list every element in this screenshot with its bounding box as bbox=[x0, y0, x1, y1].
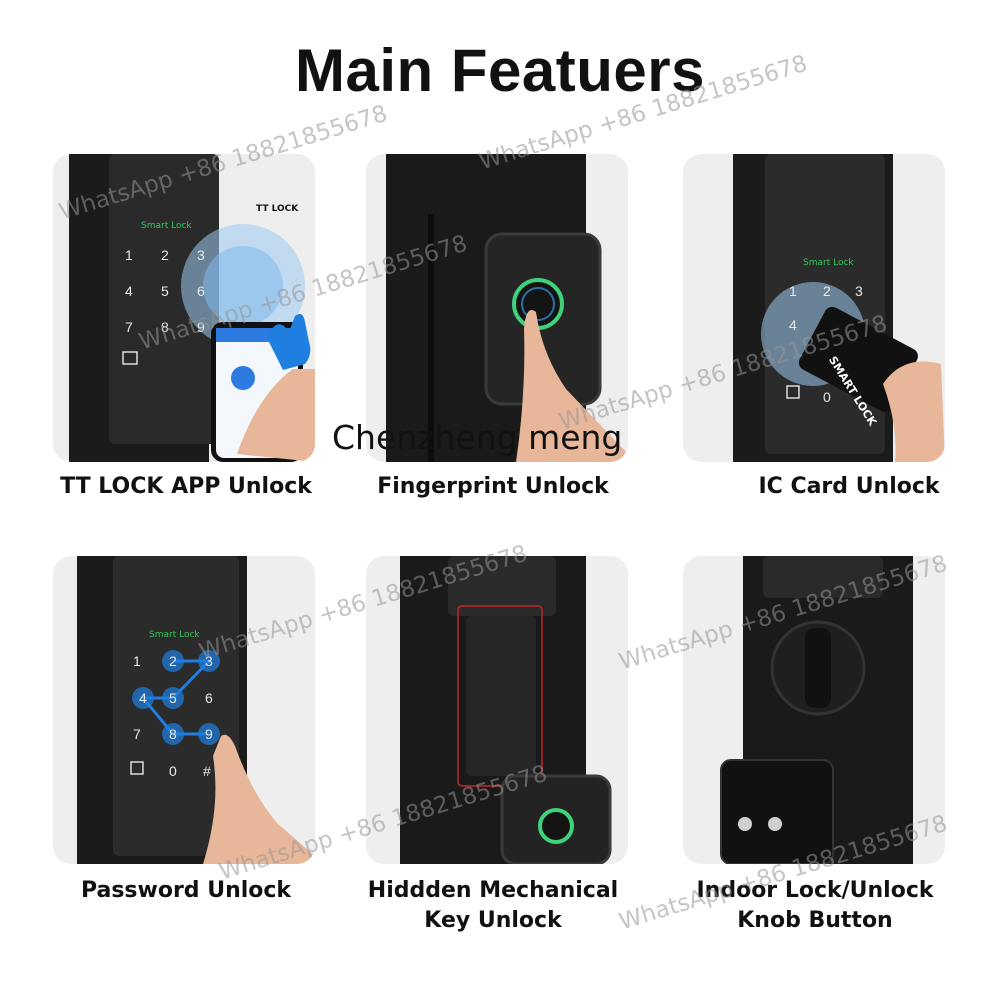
caption-line: Indoor Lock/Unlock bbox=[696, 878, 934, 903]
feature-card-ic-card: 123 45 0 Smart Lock SMART LOCK bbox=[683, 154, 945, 462]
caption-line: Knob Button bbox=[737, 908, 893, 933]
svg-text:1: 1 bbox=[133, 653, 141, 669]
svg-text:9: 9 bbox=[197, 319, 205, 335]
caption-app-unlock: TT LOCK APP Unlock bbox=[60, 474, 312, 499]
svg-text:9: 9 bbox=[205, 726, 213, 742]
caption-ic-card-unlock: IC Card Unlock bbox=[758, 474, 940, 499]
keyhole-icon bbox=[494, 638, 504, 654]
app-unlock-icon bbox=[263, 162, 293, 196]
svg-text:2: 2 bbox=[169, 653, 177, 669]
feature-card-indoor-knob bbox=[683, 556, 945, 864]
svg-text:#: # bbox=[203, 763, 211, 779]
password-illustration: 1 2 3 4 5 6 7 8 9 0 # bbox=[77, 556, 315, 864]
svg-text:8: 8 bbox=[161, 319, 169, 335]
svg-text:5: 5 bbox=[161, 283, 169, 299]
overlay-name-text: Chenzheng meng bbox=[332, 418, 623, 457]
svg-text:4: 4 bbox=[139, 690, 147, 706]
caption-line: Key Unlock bbox=[424, 908, 562, 933]
ic-card-illustration: 123 45 0 bbox=[733, 154, 945, 462]
svg-text:8: 8 bbox=[169, 726, 177, 742]
mechanical-key-illustration bbox=[400, 556, 612, 864]
svg-text:6: 6 bbox=[205, 690, 213, 706]
svg-text:1: 1 bbox=[789, 283, 797, 299]
indoor-knob-illustration bbox=[720, 556, 913, 864]
feature-card-fingerprint bbox=[366, 154, 628, 462]
feature-card-mechanical-key bbox=[366, 556, 628, 864]
fingerprint-icon bbox=[516, 282, 560, 326]
smart-lock-label: Smart Lock bbox=[149, 630, 200, 640]
caption-line: Hiddden Mechanical bbox=[367, 878, 619, 903]
svg-text:0: 0 bbox=[823, 389, 831, 405]
svg-text:2: 2 bbox=[823, 283, 831, 299]
svg-text:0: 0 bbox=[169, 763, 177, 779]
caption-password-unlock: Password Unlock bbox=[80, 878, 292, 903]
svg-text:7: 7 bbox=[125, 319, 133, 335]
smart-lock-label: Smart Lock bbox=[803, 258, 854, 268]
svg-text:6: 6 bbox=[197, 283, 205, 299]
feature-card-password: 1 2 3 4 5 6 7 8 9 0 # Smart Lock bbox=[53, 556, 315, 864]
svg-text:5: 5 bbox=[169, 690, 177, 706]
svg-text:7: 7 bbox=[133, 726, 141, 742]
caption-indoor-knob: Indoor Lock/Unlock Knob Button bbox=[650, 876, 980, 936]
caption-mechanical-key-unlock: Hiddden Mechanical Key Unlock bbox=[328, 876, 658, 936]
svg-text:4: 4 bbox=[789, 317, 797, 333]
feature-card-app: 1 2 3 4 5 6 7 8 9 TT LOCK Smart Lock bbox=[53, 154, 315, 462]
smart-lock-label: Smart Lock bbox=[141, 221, 192, 231]
svg-text:3: 3 bbox=[197, 247, 205, 263]
fingerprint-illustration bbox=[386, 154, 628, 462]
svg-text:3: 3 bbox=[205, 653, 213, 669]
caption-fingerprint-unlock: Fingerprint Unlock bbox=[377, 474, 609, 499]
svg-text:3: 3 bbox=[855, 283, 863, 299]
app-unlock-illustration: 1 2 3 4 5 6 7 8 9 bbox=[69, 154, 315, 462]
svg-text:2: 2 bbox=[161, 247, 169, 263]
svg-text:1: 1 bbox=[125, 247, 133, 263]
tt-lock-badge: TT LOCK bbox=[256, 204, 299, 214]
page-title: Main Featuers bbox=[295, 37, 705, 104]
svg-text:4: 4 bbox=[125, 283, 133, 299]
